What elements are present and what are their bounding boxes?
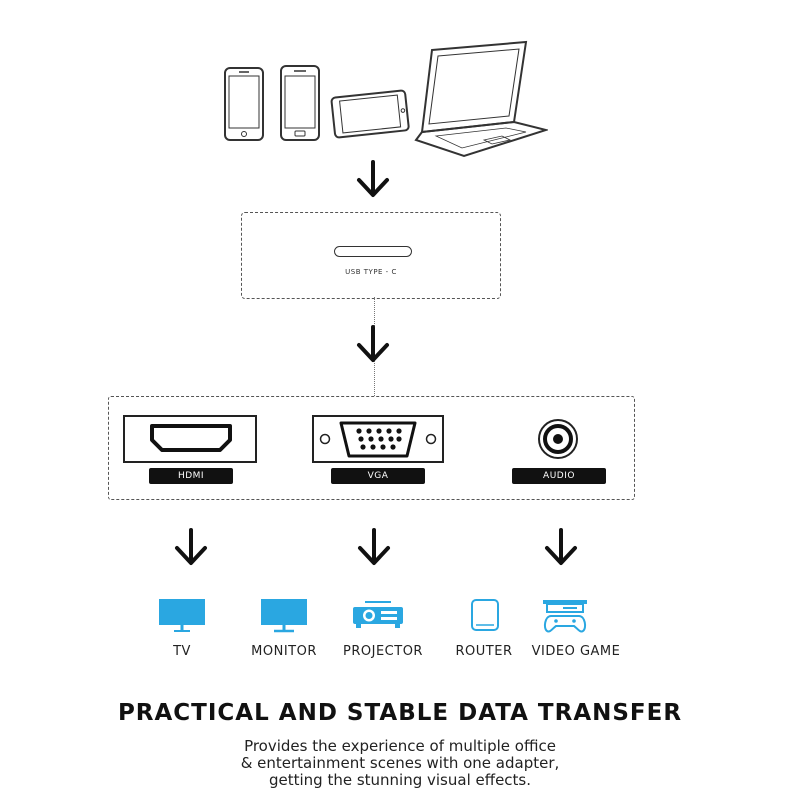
- arrow-down-icon: [545, 528, 577, 565]
- description-line: & entertainment scenes with one adapter,: [240, 754, 560, 772]
- output-ports-panel: HDMI VGA AUDIO: [108, 396, 635, 500]
- smartphone-icon: [280, 65, 320, 141]
- tablet-icon: [330, 89, 410, 139]
- monitor-icon: [261, 599, 307, 633]
- device-label-projector: PROJECTOR: [343, 644, 423, 659]
- vga-port-icon: [312, 415, 444, 463]
- hdmi-port-icon: [123, 415, 257, 463]
- router-icon: [471, 599, 499, 631]
- device-label-video-game: VIDEO GAME: [531, 644, 621, 659]
- description-line: Provides the experience of multiple offi…: [244, 737, 556, 755]
- device-label-router: ROUTER: [455, 644, 513, 659]
- audio-jack-icon: [538, 419, 578, 459]
- projector-icon: [353, 601, 403, 628]
- hdmi-label: HDMI: [149, 468, 233, 484]
- description: Provides the experience of multiple offi…: [0, 738, 800, 789]
- laptop-icon: [414, 40, 548, 158]
- tv-icon: [159, 599, 205, 632]
- description-line: getting the stunning visual effects.: [268, 771, 532, 789]
- usb-c-port-icon: [334, 246, 412, 257]
- video-game-icon: [543, 600, 587, 633]
- arrow-down-icon: [357, 160, 389, 197]
- arrow-down-icon: [358, 528, 390, 565]
- audio-label: AUDIO: [512, 468, 606, 484]
- smartphone-icon: [224, 67, 264, 141]
- vga-label: VGA: [331, 468, 425, 484]
- usb-c-adapter: USB TYPE - C: [241, 212, 501, 299]
- arrow-down-icon: [175, 528, 207, 565]
- device-label-tv: TV: [173, 644, 191, 659]
- usb-type-c-label: USB TYPE - C: [345, 268, 397, 276]
- device-label-monitor: MONITOR: [251, 644, 317, 659]
- arrow-down-icon: [357, 325, 389, 362]
- page-title: PRACTICAL AND STABLE DATA TRANSFER: [117, 700, 683, 726]
